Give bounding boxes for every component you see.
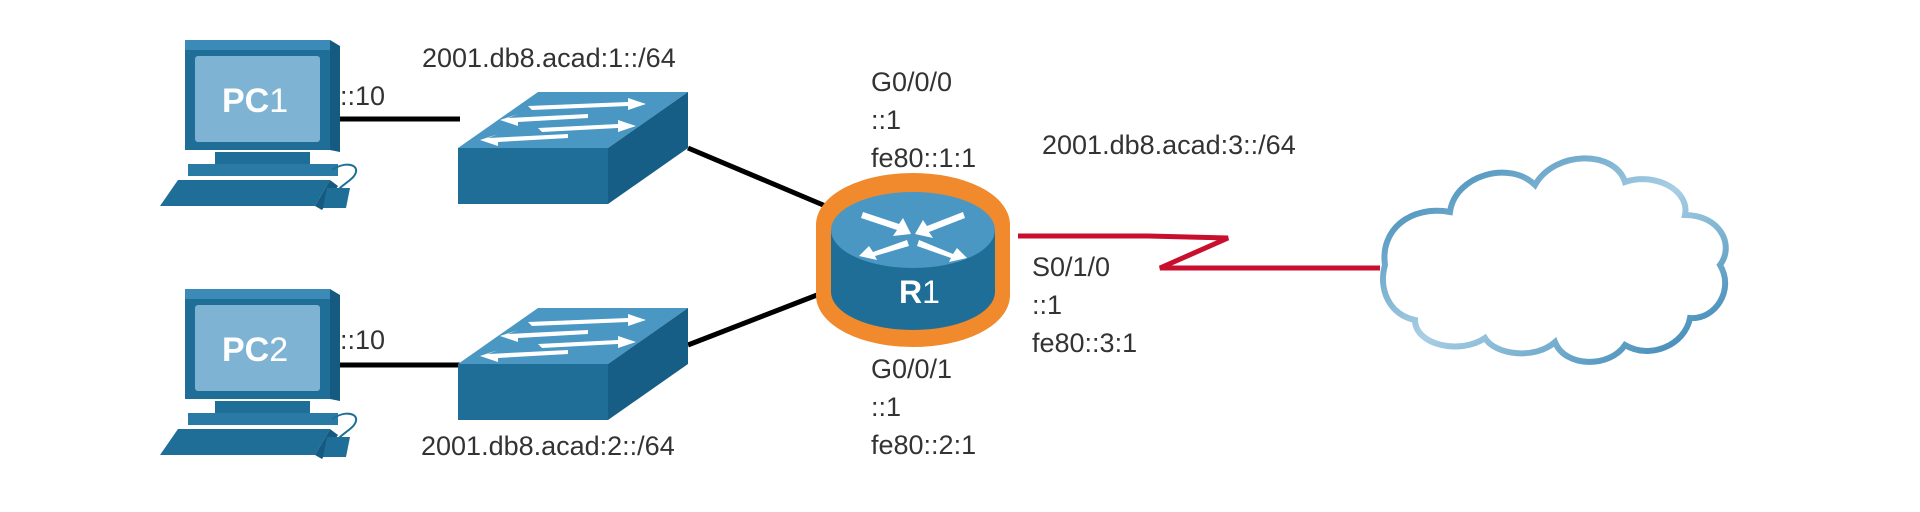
interface-link-local: fe80::3:1 (1032, 328, 1138, 358)
network-lan2-label: 2001.db8.acad:2::/64 (421, 431, 675, 461)
interface-name: S0/1/0 (1032, 252, 1111, 282)
pc-icon: PC1 (160, 40, 358, 210)
interface-ipv6: ::1 (871, 392, 902, 422)
pc2-label: PC2 (222, 331, 288, 369)
interface-g001-info: G0/0/1 ::1 fe80::2:1 (871, 350, 976, 464)
interface-ipv6: ::1 (1032, 290, 1063, 320)
switch-icon (458, 308, 688, 420)
link-switch1-router (687, 145, 836, 213)
pc2-address: ::10 (340, 325, 386, 355)
interface-g000-info: G0/0/0 ::1 fe80::1:1 (871, 63, 976, 177)
interface-s010-info: S0/1/0 ::1 fe80::3:1 (1032, 248, 1137, 362)
interface-link-local: fe80::1:1 (871, 143, 977, 173)
pc1-label: PC1 (222, 82, 288, 120)
pc-icon: PC2 (160, 289, 358, 459)
interface-name: G0/0/0 (871, 67, 953, 97)
link-switch2-router (687, 287, 831, 348)
interface-name: G0/0/1 (871, 354, 953, 384)
interface-ipv6: ::1 (871, 105, 902, 135)
cloud-icon (1380, 155, 1729, 365)
network-lan1-label: 2001.db8.acad:1::/64 (422, 43, 676, 73)
pc1-address: ::10 (340, 81, 386, 111)
interface-link-local: fe80::2:1 (871, 430, 977, 460)
router-label: R1 (899, 274, 940, 310)
switch-icon (458, 92, 688, 204)
serial-link-icon (1018, 233, 1380, 271)
router-icon: R1 (816, 173, 1010, 347)
network-wan-label: 2001.db8.acad:3::/64 (1042, 130, 1296, 160)
